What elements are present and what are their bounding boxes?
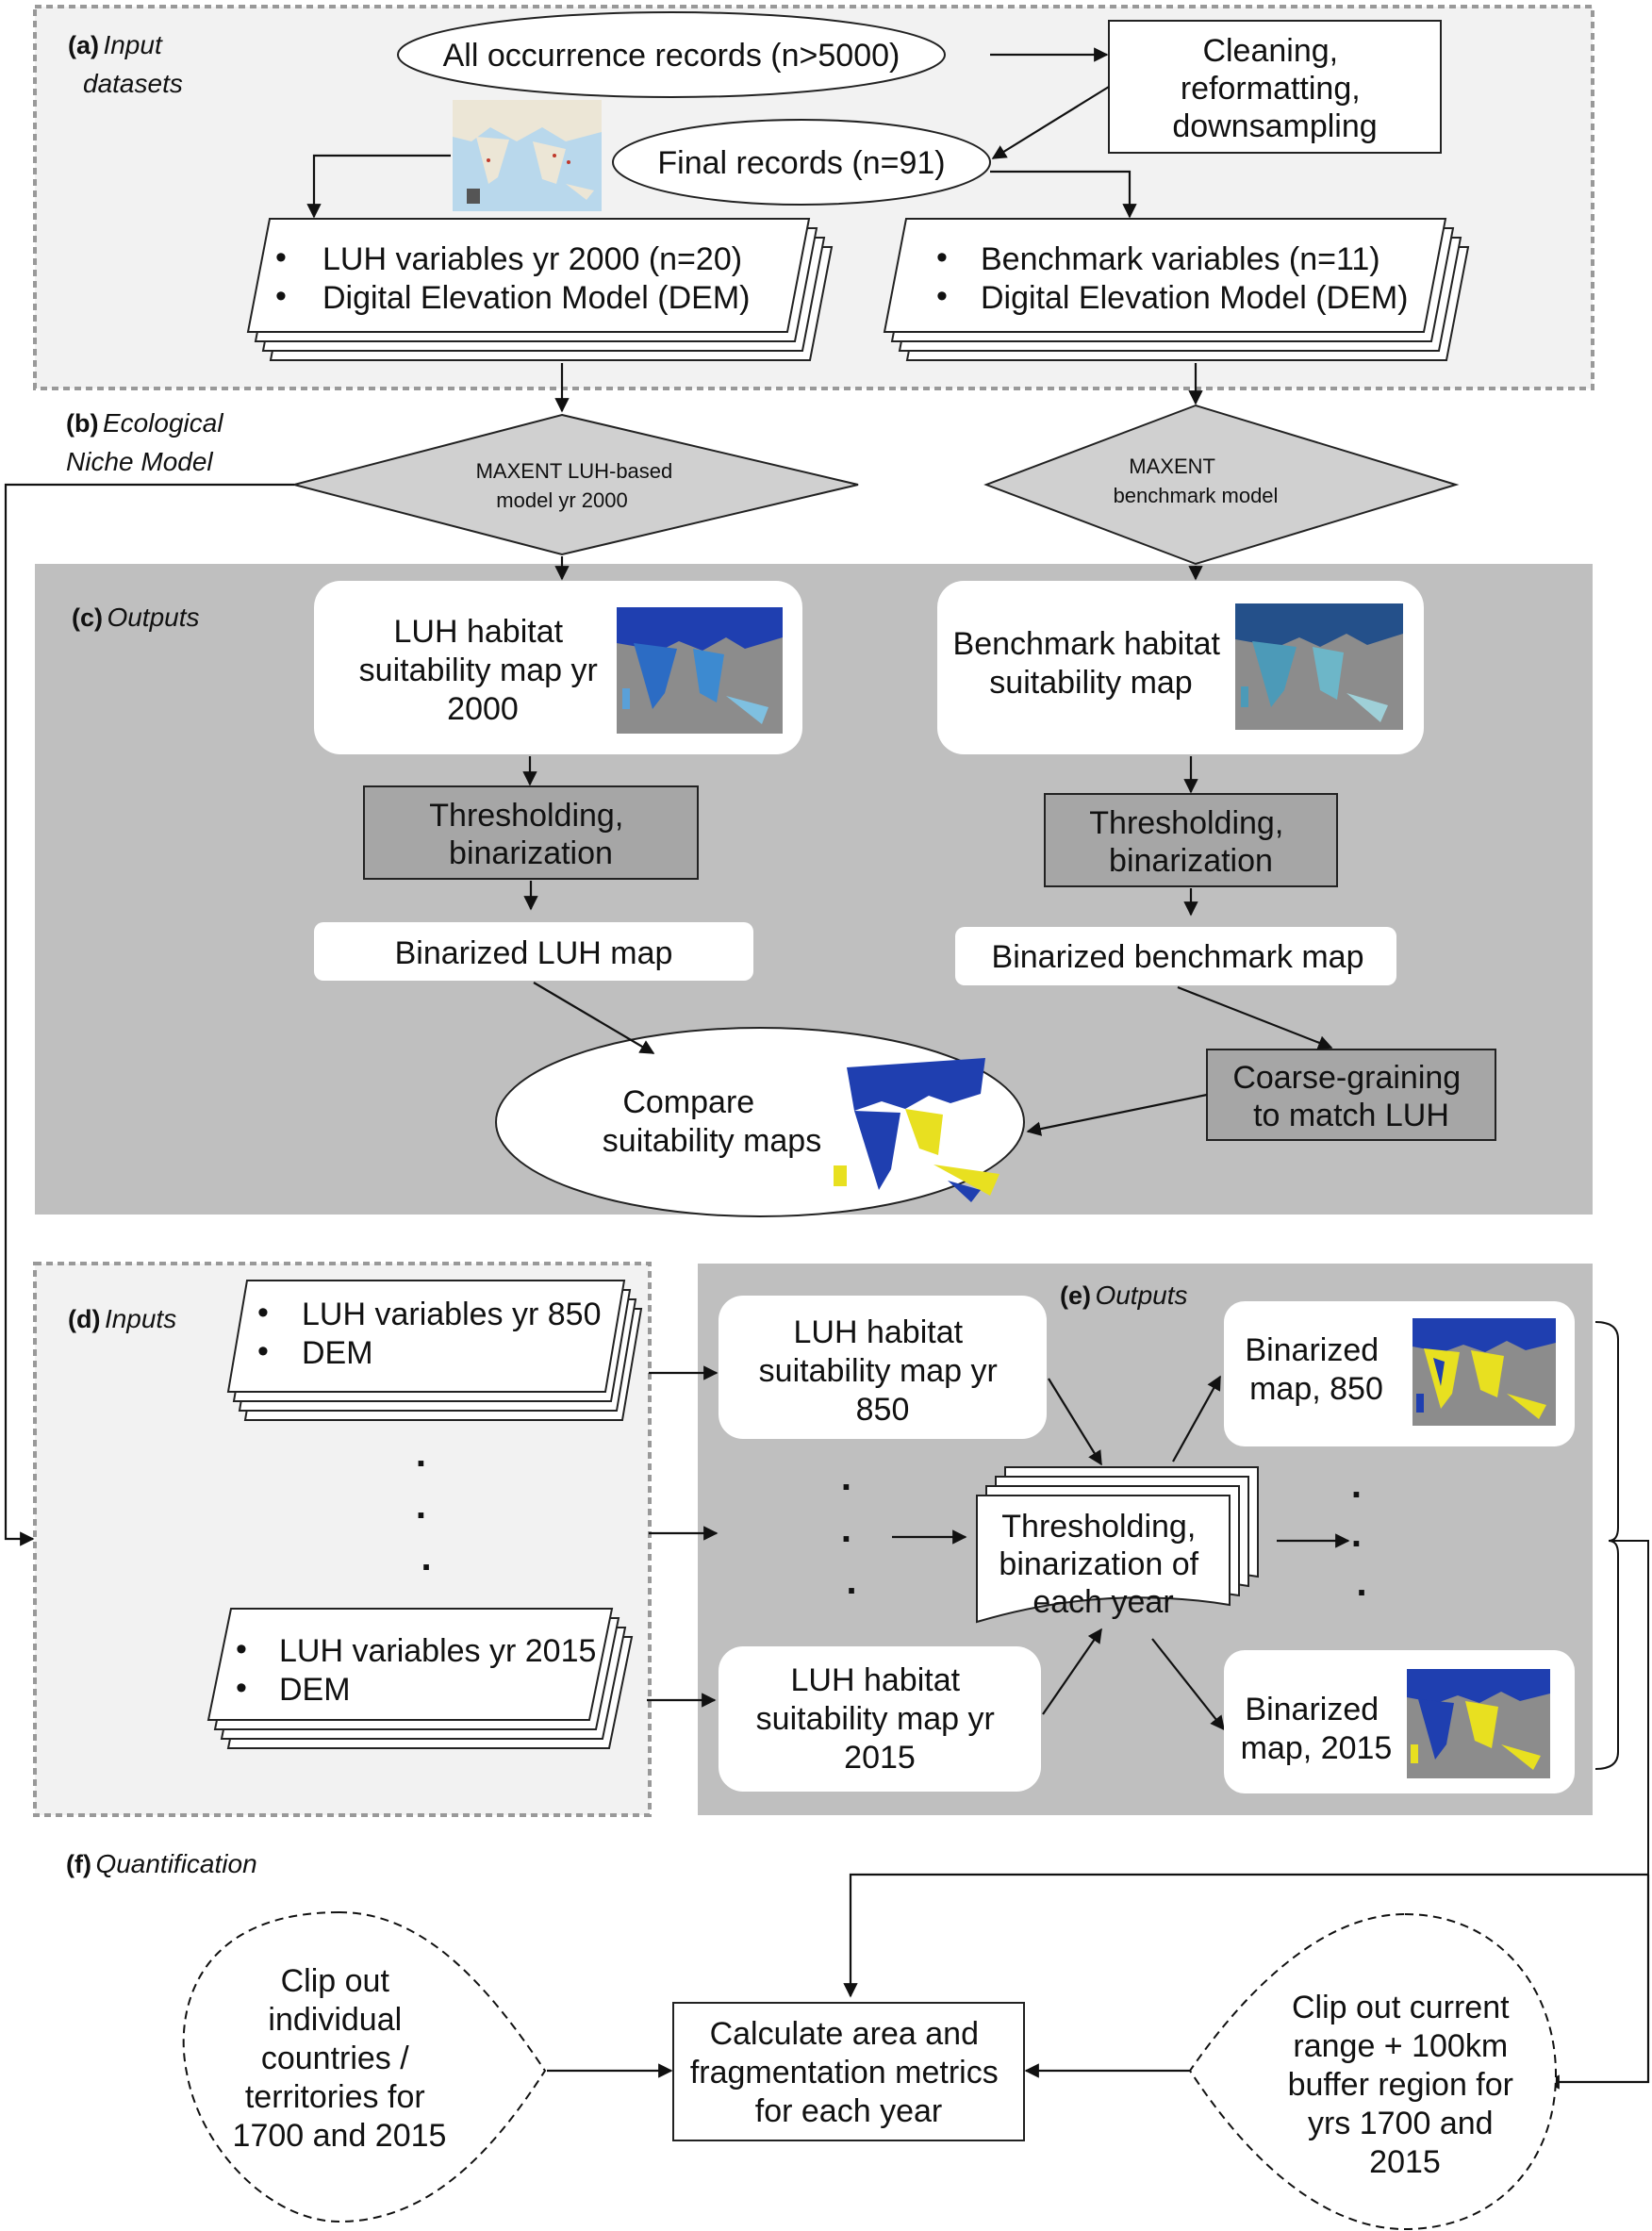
binarized-benchmark-box xyxy=(955,927,1396,985)
threshold-right-box xyxy=(1044,793,1338,887)
stack-850-bullets: • • xyxy=(257,1295,277,1369)
arrow-final-to-benchmark xyxy=(990,170,1137,219)
compare-label: Compare suitability maps xyxy=(603,1084,821,1159)
map-2015-label: LUH habitat suitability map yr 2015 xyxy=(756,1662,1004,1776)
arrow-coarse-to-compare xyxy=(1026,1093,1208,1136)
coarse-graining-label: Coarse-graining to match LUH xyxy=(1232,1060,1469,1133)
luh-stack-bullets: • • xyxy=(275,240,295,314)
bin-850-map-image xyxy=(1412,1318,1556,1426)
threshold-right-label: Thresholding, binarization xyxy=(1089,805,1292,879)
binarized-luh-label: Binarized LUH map xyxy=(395,935,673,971)
compare-map-image xyxy=(834,1058,999,1202)
arrow-binbench-to-coarse xyxy=(1177,985,1333,1050)
section-a-label: (a) Input datasets xyxy=(68,30,183,98)
arrow-model-to-inputs-d xyxy=(4,483,294,1546)
all-records-label: All occurrence records (n>5000) xyxy=(443,38,900,74)
bin-2015-map-image xyxy=(1407,1669,1550,1778)
luh-map-2000-image xyxy=(617,607,783,734)
calc-label: Calculate area and fragmentation metrics… xyxy=(690,2016,1007,2129)
ellipsis-d: . . . xyxy=(416,1433,437,1578)
benchmark-stack-text: Benchmark variables (n=11) Digital Eleva… xyxy=(981,241,1409,316)
luh-stack-text: LUH variables yr 2000 (n=20) Digital Ele… xyxy=(322,241,752,316)
binarized-benchmark-label: Binarized benchmark map xyxy=(992,939,1364,975)
luh-variables-stack xyxy=(246,218,834,361)
final-records-node xyxy=(612,119,991,206)
arrow-map2015-to-threshold xyxy=(1042,1628,1102,1715)
section-b-label: (b) Ecological Niche Model xyxy=(66,408,223,476)
benchmark-variables-stack xyxy=(883,218,1470,361)
threshold-each-label: Thresholding, binarization of each year xyxy=(999,1509,1207,1620)
arrow-brace-to-calc xyxy=(843,1873,1648,1998)
right-brace xyxy=(1594,1321,1619,1770)
threshold-left-box xyxy=(363,785,699,880)
arrow-map850-to-threshold xyxy=(1048,1378,1102,1466)
benchmark-map-image xyxy=(1235,603,1403,730)
arrow-threshold-to-bin2015 xyxy=(1151,1638,1225,1731)
map-850-box xyxy=(719,1296,1047,1439)
arrow-cleaning-to-final xyxy=(991,86,1110,159)
brace-connector xyxy=(1609,1540,1649,1875)
arrow-brace-to-clip-range xyxy=(1545,1875,1650,2090)
section-d-label: (d) Inputs xyxy=(68,1304,176,1333)
clip-range-node xyxy=(1188,1912,1558,2231)
bin-2015-label: Binarized map, 2015 xyxy=(1241,1692,1393,1766)
ellipsis-e-left: . . . xyxy=(841,1457,862,1602)
bin-850-label: Binarized map, 850 xyxy=(1245,1332,1387,1407)
clip-countries-label: Clip out individual countries / territor… xyxy=(233,1963,447,2154)
svg-text:(b) Ecological: (b) Ecological xyxy=(66,408,223,438)
ellipsis-e-right: . . . xyxy=(1351,1464,1372,1604)
all-records-node xyxy=(397,11,946,98)
stack-850-text: LUH variables yr 850 DEM xyxy=(302,1297,610,1371)
arrow-threshold-to-bin850 xyxy=(1172,1375,1221,1463)
cleaning-box xyxy=(1108,20,1442,154)
benchmark-map-label: Benchmark habitat suitability map xyxy=(953,626,1230,701)
benchmark-stack-bullets: • • xyxy=(936,240,956,314)
threshold-each-stack xyxy=(976,1466,1259,1624)
map-2015-box xyxy=(719,1646,1041,1792)
clip-countries-node xyxy=(182,1910,547,2223)
compare-node xyxy=(495,1027,1025,1217)
cleaning-label: Cleaning, reformatting, downsampling xyxy=(1172,33,1377,144)
section-e-label: (e) Outputs xyxy=(1060,1281,1188,1310)
stack-2015 xyxy=(206,1608,634,1749)
section-c-label: (c) Outputs xyxy=(72,603,200,632)
maxent-benchmark-diamond xyxy=(983,404,1460,566)
arrow-binluh-to-compare xyxy=(533,982,655,1054)
maxent-benchmark-label: MAXENT benchmark model xyxy=(1114,454,1279,507)
section-f-label: (f) Quantification xyxy=(66,1849,257,1878)
luh-map-2000-label: LUH habitat suitability map yr 2000 xyxy=(359,614,607,727)
stack-2015-text: LUH variables yr 2015 DEM xyxy=(279,1633,605,1708)
calc-box xyxy=(672,2002,1025,2141)
stack-850 xyxy=(226,1280,643,1421)
svg-text:datasets: datasets xyxy=(83,69,183,98)
svg-text:Niche Model: Niche Model xyxy=(66,447,213,476)
stack-2015-bullets: • • xyxy=(236,1631,256,1706)
clip-range-label: Clip out current range + 100km buffer re… xyxy=(1288,1990,1523,2180)
final-records-label: Final records (n=91) xyxy=(657,145,945,181)
svg-text:(a) Input: (a) Input xyxy=(68,30,163,59)
threshold-left-label: Thresholding, binarization xyxy=(429,798,632,871)
binarized-luh-box xyxy=(314,922,753,981)
maxent-luh-diamond xyxy=(290,413,859,556)
arrow-map-to-luh xyxy=(306,154,451,219)
maxent-luh-label: MAXENT LUH-based model yr 2000 xyxy=(476,459,679,512)
map-850-label: LUH habitat suitability map yr 850 xyxy=(759,1314,1007,1428)
occurrence-map-image xyxy=(453,100,602,211)
